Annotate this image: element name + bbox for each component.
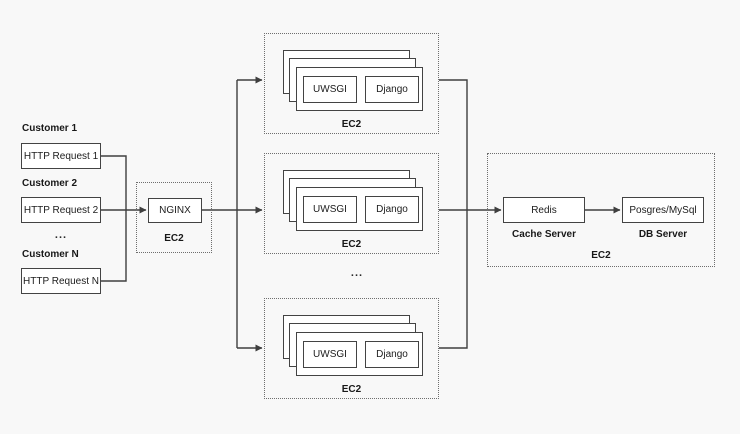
http-request-1-box: HTTP Request 1 bbox=[21, 143, 101, 169]
app-server-card-front: UWSGI Django bbox=[296, 332, 423, 376]
redis-box: Redis bbox=[503, 197, 585, 223]
customer-1-label: Customer 1 bbox=[22, 123, 78, 134]
app-cluster-1-host-label: EC2 bbox=[341, 119, 362, 130]
nginx-box: NGINX bbox=[148, 198, 202, 223]
django-box: Django bbox=[365, 76, 419, 103]
app-cluster-1: UWSGI Django EC2 bbox=[264, 33, 439, 134]
cache-server-label: Cache Server bbox=[512, 229, 576, 240]
data-tier-host-label: EC2 bbox=[591, 250, 611, 261]
django-box: Django bbox=[365, 196, 419, 223]
customer-merge-line bbox=[101, 155, 127, 282]
clusters-ellipsis: ... bbox=[350, 267, 364, 279]
app-server-card-front: UWSGI Django bbox=[296, 187, 423, 231]
nginx-ec2-boundary bbox=[136, 182, 212, 253]
cluster-collector-line bbox=[439, 79, 468, 349]
uwsgi-box: UWSGI bbox=[303, 341, 357, 368]
customers-ellipsis: ... bbox=[54, 229, 68, 241]
app-cluster-3: UWSGI Django EC2 bbox=[264, 298, 439, 399]
http-request-n-box: HTTP Request N bbox=[21, 268, 101, 294]
app-cluster-2-host-label: EC2 bbox=[341, 239, 362, 250]
app-cluster-2-boundary bbox=[264, 153, 439, 254]
app-cluster-3-boundary bbox=[264, 298, 439, 399]
django-box: Django bbox=[365, 341, 419, 368]
uwsgi-box: UWSGI bbox=[303, 76, 357, 103]
http-request-2-box: HTTP Request 2 bbox=[21, 197, 101, 223]
db-box: Posgres/MySql bbox=[622, 197, 704, 223]
app-server-card-front: UWSGI Django bbox=[296, 67, 423, 111]
customer-n-label: Customer N bbox=[22, 249, 79, 260]
nginx-host-label: EC2 bbox=[164, 233, 184, 244]
app-cluster-1-boundary bbox=[264, 33, 439, 134]
uwsgi-box: UWSGI bbox=[303, 196, 357, 223]
app-cluster-2: UWSGI Django EC2 bbox=[264, 153, 439, 254]
data-tier-ec2-boundary bbox=[487, 153, 715, 267]
customer-2-label: Customer 2 bbox=[22, 178, 78, 189]
db-server-label: DB Server bbox=[638, 229, 688, 240]
app-cluster-3-host-label: EC2 bbox=[341, 384, 362, 395]
